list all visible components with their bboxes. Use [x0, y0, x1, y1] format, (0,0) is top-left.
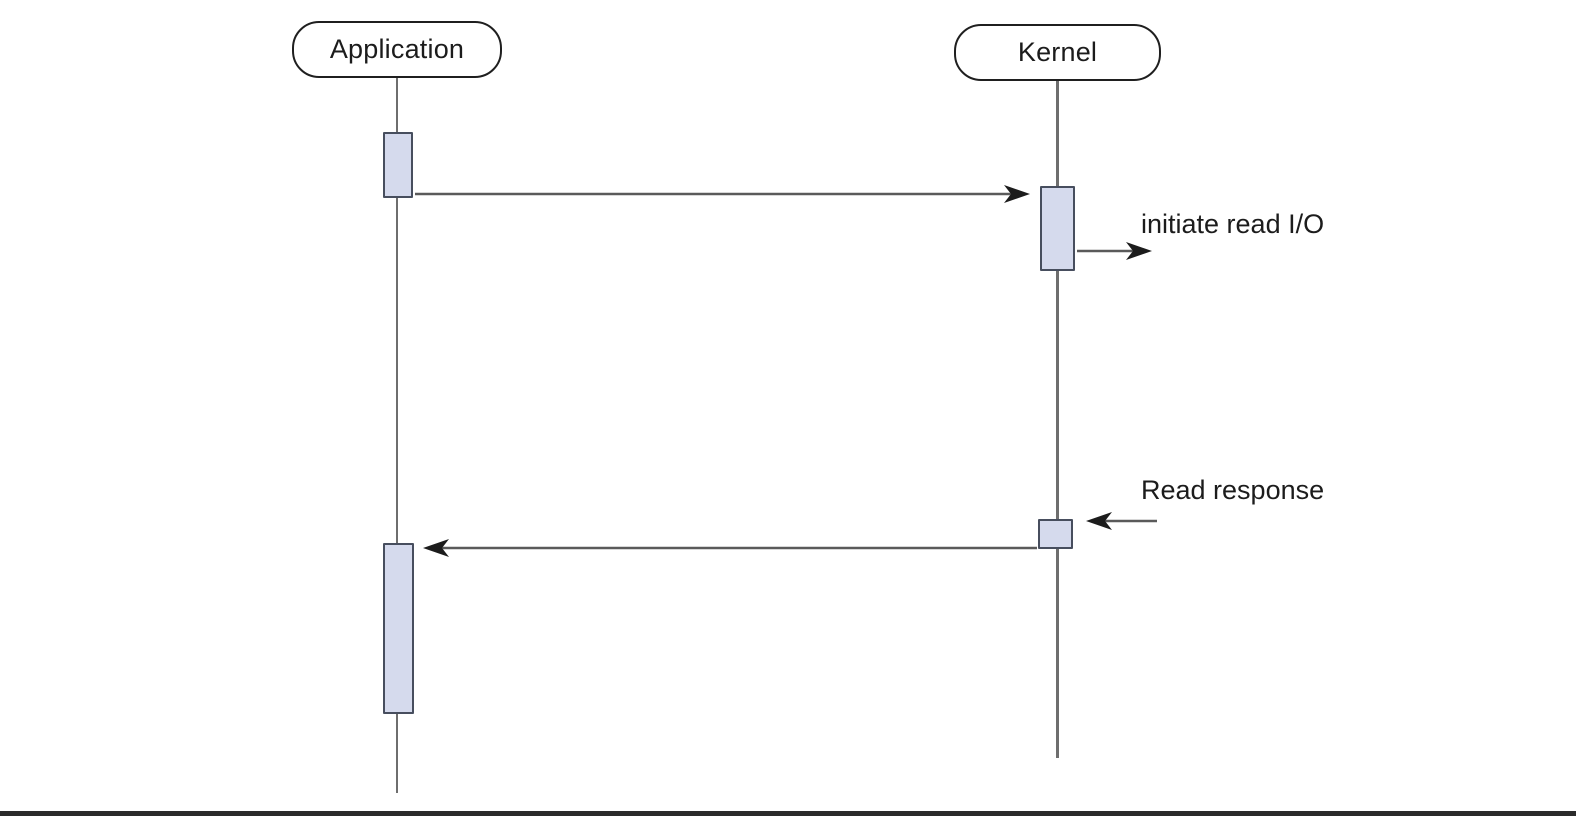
- activation-kernel-2: [1038, 519, 1073, 549]
- label-read-response: Read response: [1141, 475, 1325, 505]
- actor-application-label: Application: [329, 34, 465, 64]
- actor-box-kernel: Kernel: [954, 24, 1161, 81]
- lifeline-kernel: [1056, 81, 1059, 758]
- arrow-read-response: [1086, 512, 1157, 530]
- activation-kernel-1: [1040, 186, 1075, 271]
- lifeline-application: [395, 78, 398, 793]
- activation-application-1: [383, 132, 413, 198]
- actor-kernel-label: Kernel: [1017, 37, 1098, 67]
- arrow-initiate-read-io: [1077, 242, 1152, 260]
- actor-box-application: Application: [292, 21, 502, 78]
- bottom-edge-bar: [0, 811, 1576, 816]
- arrow-return: [423, 539, 1037, 557]
- label-initiate-read-io: initiate read I/O: [1141, 209, 1325, 239]
- activation-application-2: [383, 543, 414, 714]
- arrow-call: [415, 185, 1030, 203]
